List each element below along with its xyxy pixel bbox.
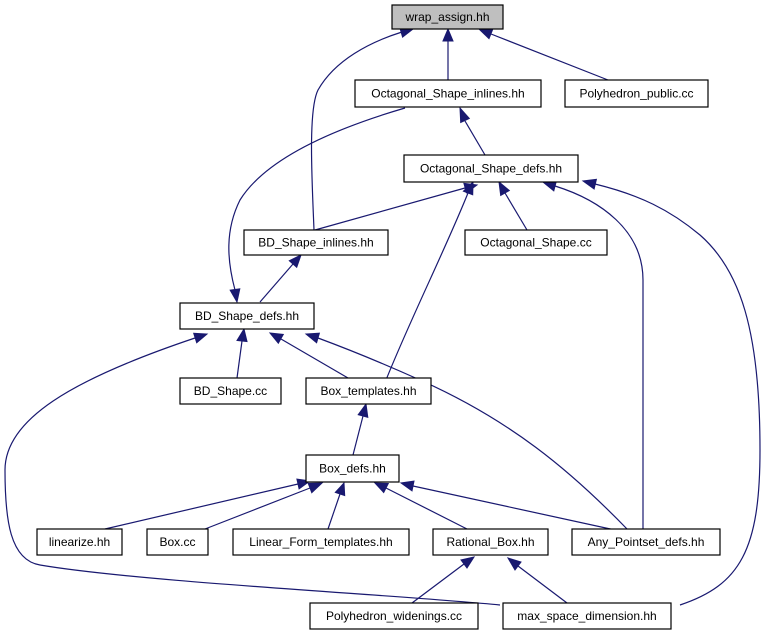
node-label: Rational_Box.hh (446, 535, 534, 549)
edges (4, 27, 761, 606)
edge-poly-public-to-wrap-assign (477, 28, 609, 81)
node-linearize[interactable]: linearize.hh (36, 528, 123, 556)
node-box-defs[interactable]: Box_defs.hh (305, 454, 400, 483)
edge-oct-defs-to-oct-inlines (459, 106, 486, 156)
edge-bd-defs-to-oct-inlines (228, 107, 406, 304)
node-label: Box.cc (159, 535, 195, 549)
node-any-pointset-defs[interactable]: Any_Pointset_defs.hh (571, 528, 721, 556)
node-label: BD_Shape_inlines.hh (258, 236, 373, 250)
edge-box-templates-to-bd-defs (268, 332, 349, 379)
edge-any-pointset-to-bd-defs (304, 332, 629, 531)
node-label: max_space_dimension.hh (517, 609, 656, 623)
edge-lf-templates-to-box-defs (327, 481, 346, 530)
edge-bd-inlines-to-wrap-assign (310, 27, 415, 231)
node-octagonal-shape-inlines[interactable]: Octagonal_Shape_inlines.hh (354, 79, 542, 108)
node-label: Box_templates.hh (320, 384, 416, 398)
node-label: Polyhedron_widenings.cc (326, 609, 462, 623)
edge-max-space-to-bd-defs (4, 332, 501, 606)
edge-oct-cc-to-oct-defs (498, 180, 528, 231)
node-rational-box[interactable]: Rational_Box.hh (432, 528, 549, 556)
node-label: Octagonal_Shape_inlines.hh (371, 87, 524, 101)
edge-max-space-to-oct-defs (581, 178, 761, 606)
node-linear-form-templates[interactable]: Linear_Form_templates.hh (232, 528, 410, 556)
node-octagonal-shape-defs[interactable]: Octagonal_Shape_defs.hh (403, 154, 579, 183)
node-label: BD_Shape_defs.hh (195, 309, 299, 323)
edge-poly-widenings-to-rational-box (411, 556, 476, 604)
node-max-space-dimension[interactable]: max_space_dimension.hh (502, 602, 672, 630)
edge-box-cc-to-box-defs (204, 482, 324, 530)
edge-rational-box-to-box-defs (373, 482, 468, 530)
node-label: Octagonal_Shape_defs.hh (420, 162, 562, 176)
edge-linearize-to-box-defs (104, 478, 312, 530)
node-bd-shape-defs[interactable]: BD_Shape_defs.hh (179, 302, 315, 330)
edge-bd-cc-to-bd-defs (236, 327, 248, 379)
node-polyhedron-public[interactable]: Polyhedron_public.cc (564, 79, 709, 108)
edge-box-templates-to-oct-defs (385, 180, 474, 381)
node-bd-shape-inlines[interactable]: BD_Shape_inlines.hh (243, 229, 389, 256)
edge-bd-defs-to-bd-inlines (259, 254, 302, 303)
node-label: wrap_assign.hh (404, 10, 489, 24)
nodes: wrap_assign.hh Octagonal_Shape_inlines.h… (36, 4, 721, 630)
node-box-templates[interactable]: Box_templates.hh (305, 377, 432, 405)
node-label: Any_Pointset_defs.hh (588, 535, 705, 549)
node-label: BD_Shape.cc (194, 384, 267, 398)
node-bd-shape-cc[interactable]: BD_Shape.cc (179, 377, 282, 405)
node-polyhedron-widenings[interactable]: Polyhedron_widenings.cc (309, 602, 479, 630)
node-label: Box_defs.hh (319, 462, 386, 476)
edge-bd-inlines-to-oct-defs (314, 182, 479, 231)
node-label: linearize.hh (49, 535, 110, 549)
edge-any-pointset-to-box-defs (399, 480, 616, 531)
node-label: Octagonal_Shape.cc (480, 236, 591, 250)
node-wrap-assign[interactable]: wrap_assign.hh (391, 4, 504, 30)
node-octagonal-shape-cc[interactable]: Octagonal_Shape.cc (464, 229, 608, 256)
node-box-cc[interactable]: Box.cc (146, 528, 209, 556)
node-label: Polyhedron_public.cc (579, 87, 693, 101)
edge-max-space-to-rational-box (506, 557, 568, 604)
edge-box-defs-to-box-templates (352, 402, 369, 456)
edge-oct-inlines-to-wrap-assign (442, 27, 454, 80)
node-label: Linear_Form_templates.hh (249, 535, 392, 549)
